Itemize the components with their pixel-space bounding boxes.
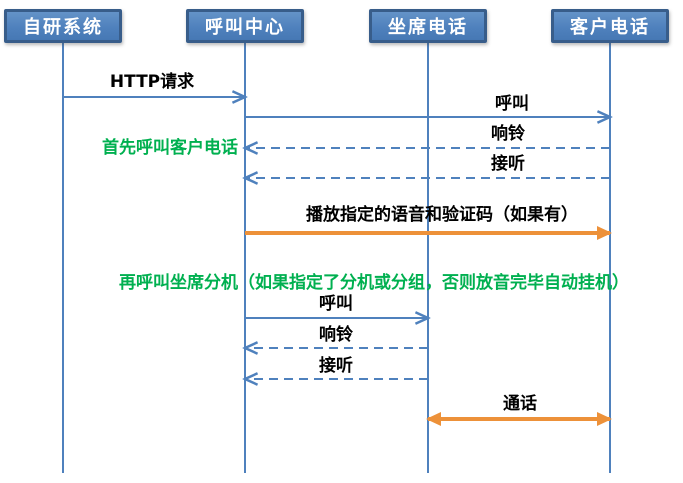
message-label: HTTP请求 xyxy=(110,71,194,92)
message-label: 播放指定的语音和验证码（如果有） xyxy=(306,204,578,225)
actor-label: 呼叫中心 xyxy=(205,17,285,38)
message-label: 通话 xyxy=(503,393,537,414)
actor-customer-phone: 客户电话 xyxy=(551,9,669,43)
note-text: 首先呼叫客户电话 xyxy=(102,137,238,158)
actor-self-system: 自研系统 xyxy=(4,9,122,43)
message-label: 接听 xyxy=(319,355,353,376)
actor-label: 自研系统 xyxy=(23,17,103,38)
message-label: 接听 xyxy=(491,153,525,174)
actor-label: 坐席电话 xyxy=(388,17,468,38)
message-label: 呼叫 xyxy=(319,294,353,314)
message-label: 呼叫 xyxy=(495,94,529,114)
note-text: 再呼叫坐席分机（如果指定了分机或分组，否则放音完毕自动挂机） xyxy=(119,272,629,293)
actor-agent-phone: 坐席电话 xyxy=(369,9,487,43)
message-label: 响铃 xyxy=(319,324,353,345)
actor-call-center: 呼叫中心 xyxy=(186,9,304,43)
actor-label: 客户电话 xyxy=(570,17,650,38)
message-label: 响铃 xyxy=(491,123,525,144)
